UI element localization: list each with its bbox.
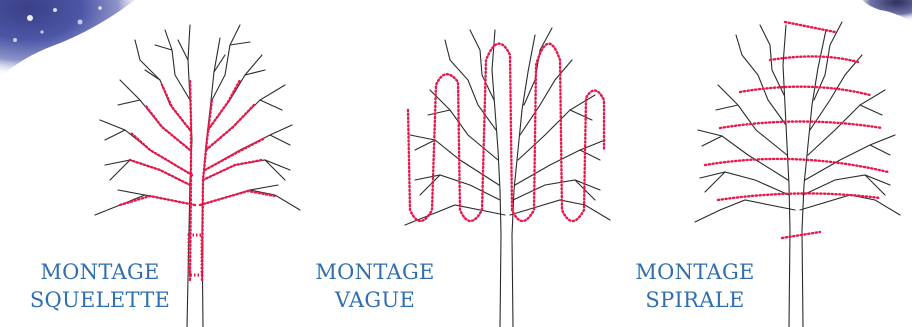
night-sky-corner-right xyxy=(862,0,912,22)
trunk-wrap-squelette xyxy=(187,233,204,277)
caption-spirale-line1: MONTAGE xyxy=(635,260,755,284)
night-sky-corner-left xyxy=(0,0,135,78)
lights-vague xyxy=(406,42,606,223)
caption-squelette-line1: MONTAGE xyxy=(40,260,160,284)
caption-spirale: MONTAGE SPIRALE xyxy=(620,258,770,314)
caption-squelette: MONTAGE SQUELETTE xyxy=(20,258,180,314)
lights-squelette xyxy=(118,78,277,282)
lights-spirale xyxy=(703,20,890,240)
caption-spirale-line2: SPIRALE xyxy=(645,288,745,312)
caption-squelette-line2: SQUELETTE xyxy=(29,288,171,312)
caption-vague-line2: VAGUE xyxy=(334,288,416,312)
caption-vague: MONTAGE VAGUE xyxy=(300,258,450,314)
caption-vague-line1: MONTAGE xyxy=(315,260,435,284)
tree-vague xyxy=(404,27,611,327)
